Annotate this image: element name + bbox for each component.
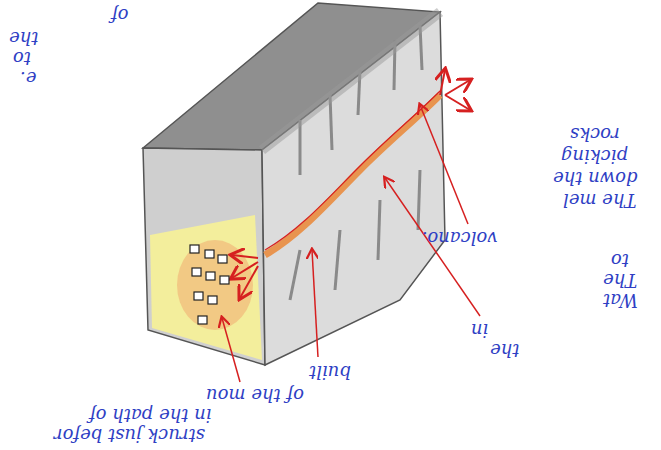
handwritten-note: built bbox=[309, 361, 351, 383]
houses bbox=[190, 245, 229, 324]
handwritten-note: The mel bbox=[563, 189, 636, 211]
handwritten-note: picking bbox=[561, 145, 628, 167]
handwritten-note: in the path of bbox=[89, 404, 212, 426]
handwritten-note: the bbox=[9, 27, 38, 49]
handwritten-note: The bbox=[603, 269, 637, 291]
handwritten-note: down the bbox=[553, 167, 638, 189]
handwritten-note: in bbox=[471, 319, 488, 341]
handwritten-note: of the mou bbox=[206, 384, 304, 406]
flow-arrows bbox=[232, 70, 470, 298]
lahar-channel bbox=[265, 95, 440, 255]
handwritten-note: to bbox=[13, 47, 31, 69]
landscape-surface bbox=[262, 12, 445, 365]
ridges bbox=[290, 25, 422, 300]
handwritten-note: Wat bbox=[603, 289, 638, 311]
handwritten-note: rocks bbox=[570, 123, 620, 145]
handwritten-note: e. bbox=[20, 67, 36, 89]
handwritten-note: of bbox=[111, 4, 129, 26]
handwritten-note: to bbox=[611, 249, 629, 271]
handwritten-note: struck just befor bbox=[54, 424, 205, 446]
handwritten-note: volcano. bbox=[422, 227, 497, 249]
handwritten-note: the bbox=[490, 339, 519, 361]
valley-floor bbox=[150, 215, 262, 360]
block-side bbox=[143, 148, 265, 365]
mudflow-fan bbox=[177, 240, 253, 330]
